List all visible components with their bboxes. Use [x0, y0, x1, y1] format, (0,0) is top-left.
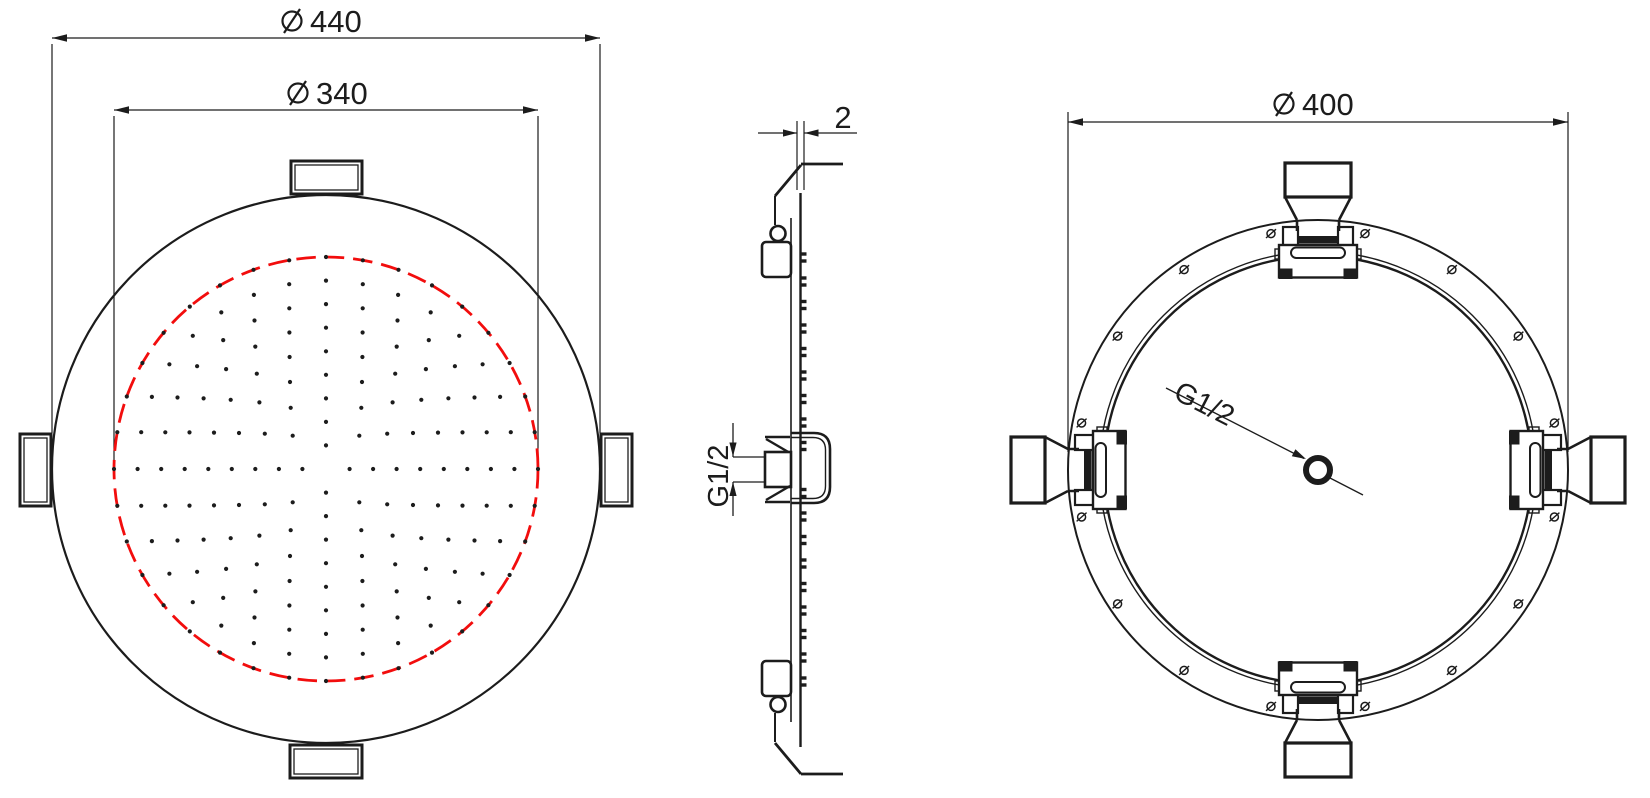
back-inner-ring-outer: [1098, 250, 1538, 690]
leader-arrowhead: [1291, 449, 1306, 459]
bottom-spring-clip: [760, 659, 843, 776]
arrowhead-down: [729, 442, 737, 457]
leader-line: [1165, 387, 1305, 460]
face-plate-outline: [50, 193, 602, 745]
inlet-thread-ring: [1303, 455, 1333, 485]
arrowhead-left: [52, 34, 67, 42]
arrowhead-left: [1068, 118, 1083, 126]
inlet-thread-callout: G1/2: [1165, 376, 1364, 496]
front-view: 440 340: [18, 4, 634, 780]
dim-outer-diameter: 440: [51, 4, 601, 433]
spray-area-dashed-circle: [112, 255, 540, 683]
diameter-symbol-icon: [1273, 91, 1295, 117]
nozzle-ticks-edge-on: [801, 252, 807, 687]
arrowhead-right: [585, 34, 600, 42]
front-tab-left: [18, 432, 53, 508]
arrowhead-right: [523, 106, 538, 114]
front-tab-top: [289, 159, 364, 196]
front-tab-bottom: [288, 743, 364, 780]
dim-spray-diameter-value: 340: [316, 76, 368, 111]
front-tab-right: [599, 432, 634, 508]
arrowhead-right: [1553, 118, 1568, 126]
side-view: 2: [703, 100, 857, 776]
diameter-symbol-icon: [281, 8, 303, 34]
thread-label-back: G1/2: [1169, 376, 1240, 433]
arrowhead-right-pointing: [783, 129, 797, 137]
back-inner-ring-inner: [1102, 254, 1534, 686]
diameter-symbol-icon: [287, 80, 309, 106]
inlet-boss-side: [763, 435, 793, 504]
retaining-screws: [1076, 228, 1560, 712]
dim-thread-side: G1/2: [703, 423, 766, 516]
dim-thickness-value: 2: [834, 100, 851, 135]
leader-line-tail: [1329, 477, 1364, 496]
arrowhead-up: [729, 482, 737, 496]
dim-back-diameter: 400: [1067, 87, 1569, 452]
arrowhead-left-pointing: [804, 129, 819, 137]
arrowhead-left: [114, 106, 129, 114]
dim-outer-diameter-value: 440: [310, 4, 362, 39]
dim-thickness: 2: [758, 100, 857, 190]
top-spring-clip: [760, 162, 843, 279]
back-view: 400: [1009, 87, 1627, 779]
dim-spray-diameter: 340: [113, 76, 539, 462]
back-body-outline: [1067, 219, 1569, 721]
spray-nozzle-dots: [111, 254, 541, 684]
dim-back-diameter-value: 400: [1302, 87, 1354, 122]
mounting-bracket-side: [791, 431, 832, 505]
thread-label-side: G1/2: [703, 445, 735, 508]
